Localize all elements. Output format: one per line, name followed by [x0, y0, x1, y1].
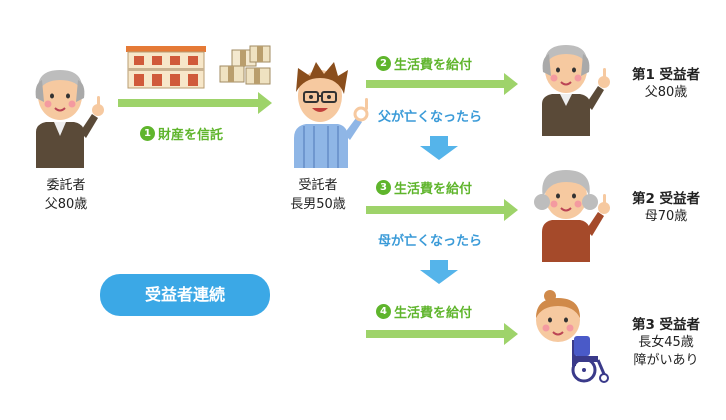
trustee-role: 受託者	[298, 178, 338, 193]
payment-step-3-number: 4	[376, 304, 391, 319]
wheelchair-icon	[571, 336, 609, 383]
settlor-label: 委託者 父80歳	[18, 176, 114, 214]
payment-step-2: 3 生活費を給付	[376, 178, 472, 197]
payment-arrow-2	[366, 199, 518, 221]
beneficiary-3-line-1: 長女45歳	[638, 335, 694, 350]
trustee-label: 受託者 長男50歳	[270, 176, 366, 214]
transfer-step-number: 1	[140, 126, 155, 141]
condition-1: 父が亡くなったら	[378, 110, 483, 125]
transfer-step-label: 財産を信託	[158, 128, 224, 143]
beneficiary-3-label: 第3 受益者 長女45歳 障がいあり	[618, 316, 714, 370]
payment-arrow-1	[366, 73, 518, 95]
settlor-name: 父80歳	[44, 197, 88, 212]
beneficiary-1-title: 第1 受益者	[631, 67, 701, 83]
successive-beneficiary-badge: 受益者連続	[100, 274, 270, 316]
payment-arrow-3	[366, 323, 518, 345]
payment-step-1-label: 生活費を給付	[394, 58, 473, 73]
payment-step-1-number: 2	[376, 56, 391, 71]
transfer-arrow	[118, 92, 272, 114]
beneficiary-1-line-1: 父80歳	[644, 85, 688, 100]
beneficiary-2-title: 第2 受益者	[631, 191, 701, 207]
beneficiary-3-title: 第3 受益者	[631, 317, 701, 333]
payment-step-2-label: 生活費を給付	[394, 182, 473, 197]
money-stacks-icon	[219, 45, 271, 85]
beneficiary-1-label: 第1 受益者 父80歳	[618, 66, 714, 102]
payment-step-2-number: 3	[376, 180, 391, 195]
transfer-step: 1 財産を信託	[140, 124, 223, 143]
payment-step-1: 2 生活費を給付	[376, 54, 472, 73]
settlor-role: 委託者	[46, 178, 86, 193]
beneficiary-2-line-1: 母70歳	[644, 209, 688, 224]
grandfather-icon	[35, 70, 104, 168]
down-arrow-1	[420, 136, 458, 160]
daughter-icon	[536, 290, 580, 342]
down-arrow-2	[420, 260, 458, 284]
beneficiary-2-label: 第2 受益者 母70歳	[618, 190, 714, 226]
son-icon	[294, 62, 369, 168]
condition-2: 母が亡くなったら	[378, 234, 483, 249]
apartment-icon	[126, 46, 206, 89]
trustee-name: 長男50歳	[290, 197, 346, 212]
payment-step-3: 4 生活費を給付	[376, 302, 472, 321]
grandmother-icon	[534, 170, 610, 262]
payment-step-3-label: 生活費を給付	[394, 306, 473, 321]
grandfather-icon	[542, 45, 610, 136]
beneficiary-3-line-2: 障がいあり	[633, 353, 699, 368]
